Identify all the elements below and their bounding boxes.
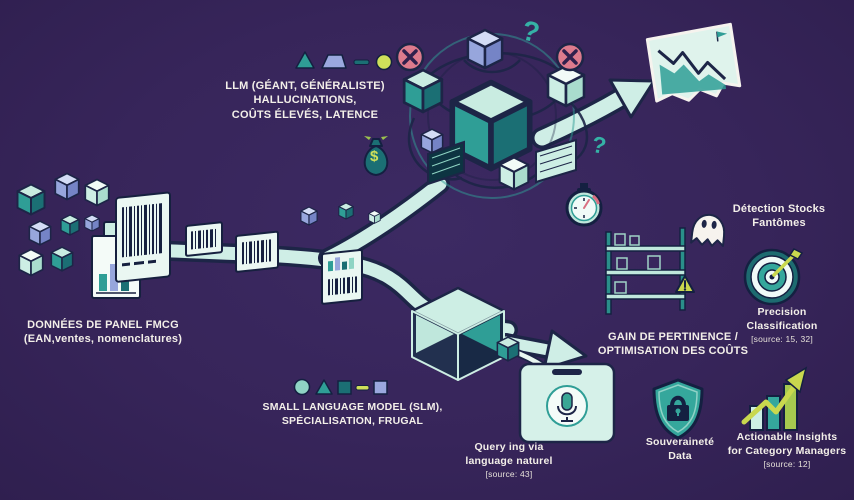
ghost-line1: Détection Stocks — [732, 203, 826, 215]
slm-line2: SPÉCIALISATION, FRUGAL — [281, 414, 424, 427]
insights-line2: for Category Managers — [727, 444, 847, 457]
declining-chart-icon — [645, 22, 742, 103]
slm-line1: SMALL LANGUAGE MODEL (SLM), — [262, 401, 443, 413]
dollar-sign-icon: $ — [370, 148, 379, 165]
fmcg-line1: DONNÉES DE PANEL FMCG — [27, 319, 179, 331]
growth-chart-icon — [741, 366, 808, 431]
gain-label: GAIN DE PERTINENCE / OPTIMISATION DES CO… — [592, 330, 754, 359]
sovereignty-line2: Data — [668, 449, 692, 462]
llm-machine — [395, 28, 589, 199]
precision-line2: Classification — [746, 319, 818, 332]
gain-line2: OPTIMISATION DES COÛTS — [597, 345, 749, 358]
money-bag-icon — [363, 136, 389, 177]
shield-lock-icon — [652, 378, 704, 440]
chart-barcode-tile-icon — [321, 248, 363, 305]
screen-icon — [535, 138, 577, 184]
barcode-tile-icon — [185, 221, 223, 257]
slm-cube — [410, 286, 520, 381]
insights-label: Actionable Insights for Category Manager… — [724, 431, 850, 470]
dartboard-icon — [743, 248, 804, 306]
fmcg-line2: (EAN,ventes, nomenclatures) — [23, 333, 183, 346]
insights-source: [source: 12] — [763, 459, 811, 470]
slm-label: SMALL LANGUAGE MODEL (SLM), SPÉCIALISATI… — [250, 401, 455, 428]
sovereignty-line1: Souveraineté — [645, 436, 715, 448]
ghost-line2: Fantômes — [752, 217, 806, 230]
query-source: [source: 43] — [485, 469, 533, 480]
microphone-icon — [557, 392, 577, 422]
llm-line2: HALLUCINATIONS, — [253, 94, 357, 107]
arrowhead-to-gain — [542, 329, 588, 371]
precision-line1: Precision — [757, 306, 807, 318]
llm-label: LLM (GÉANT, GÉNÉRALISTE) HALLUCINATIONS,… — [210, 79, 400, 122]
screen-icon — [427, 140, 465, 186]
shelf-rack-icon — [605, 227, 695, 315]
stopwatch-icon — [565, 183, 603, 227]
query-label: Query ing via language naturel [source: … — [450, 441, 568, 480]
llm-shapes-legend — [295, 51, 393, 71]
path-cubes — [300, 202, 381, 226]
query-line1: Query ing via — [474, 441, 544, 453]
voice-query-window — [518, 362, 616, 444]
slm-shapes-legend — [293, 378, 388, 396]
arrowhead-to-chart — [608, 78, 656, 119]
error-x-icon — [555, 42, 585, 72]
gain-line1: GAIN DE PERTINENCE / — [608, 331, 738, 343]
llm-line3: COÛTS ÉLEVÉS, LATENCE — [231, 108, 379, 121]
sovereignty-label: Souveraineté Data — [636, 436, 724, 463]
barcode-tile-icon — [235, 230, 279, 273]
ghost-detection-label: Détection Stocks Fantômes — [718, 202, 840, 231]
ghost-icon — [690, 213, 726, 247]
error-x-icon — [395, 42, 425, 72]
warning-icon — [675, 275, 695, 293]
llm-title: LLM (GÉANT, GÉNÉRALISTE) — [225, 80, 385, 92]
insights-line1: Actionable Insights — [736, 431, 838, 443]
query-line2: language naturel — [465, 454, 553, 467]
barcode-panel-icon — [115, 191, 171, 283]
fmcg-label: DONNÉES DE PANEL FMCG (EAN,ventes, nomen… — [8, 318, 198, 347]
precision-label: Precision Classification [source: 15, 32… — [726, 306, 838, 345]
precision-source: [source: 15, 32] — [751, 334, 813, 345]
